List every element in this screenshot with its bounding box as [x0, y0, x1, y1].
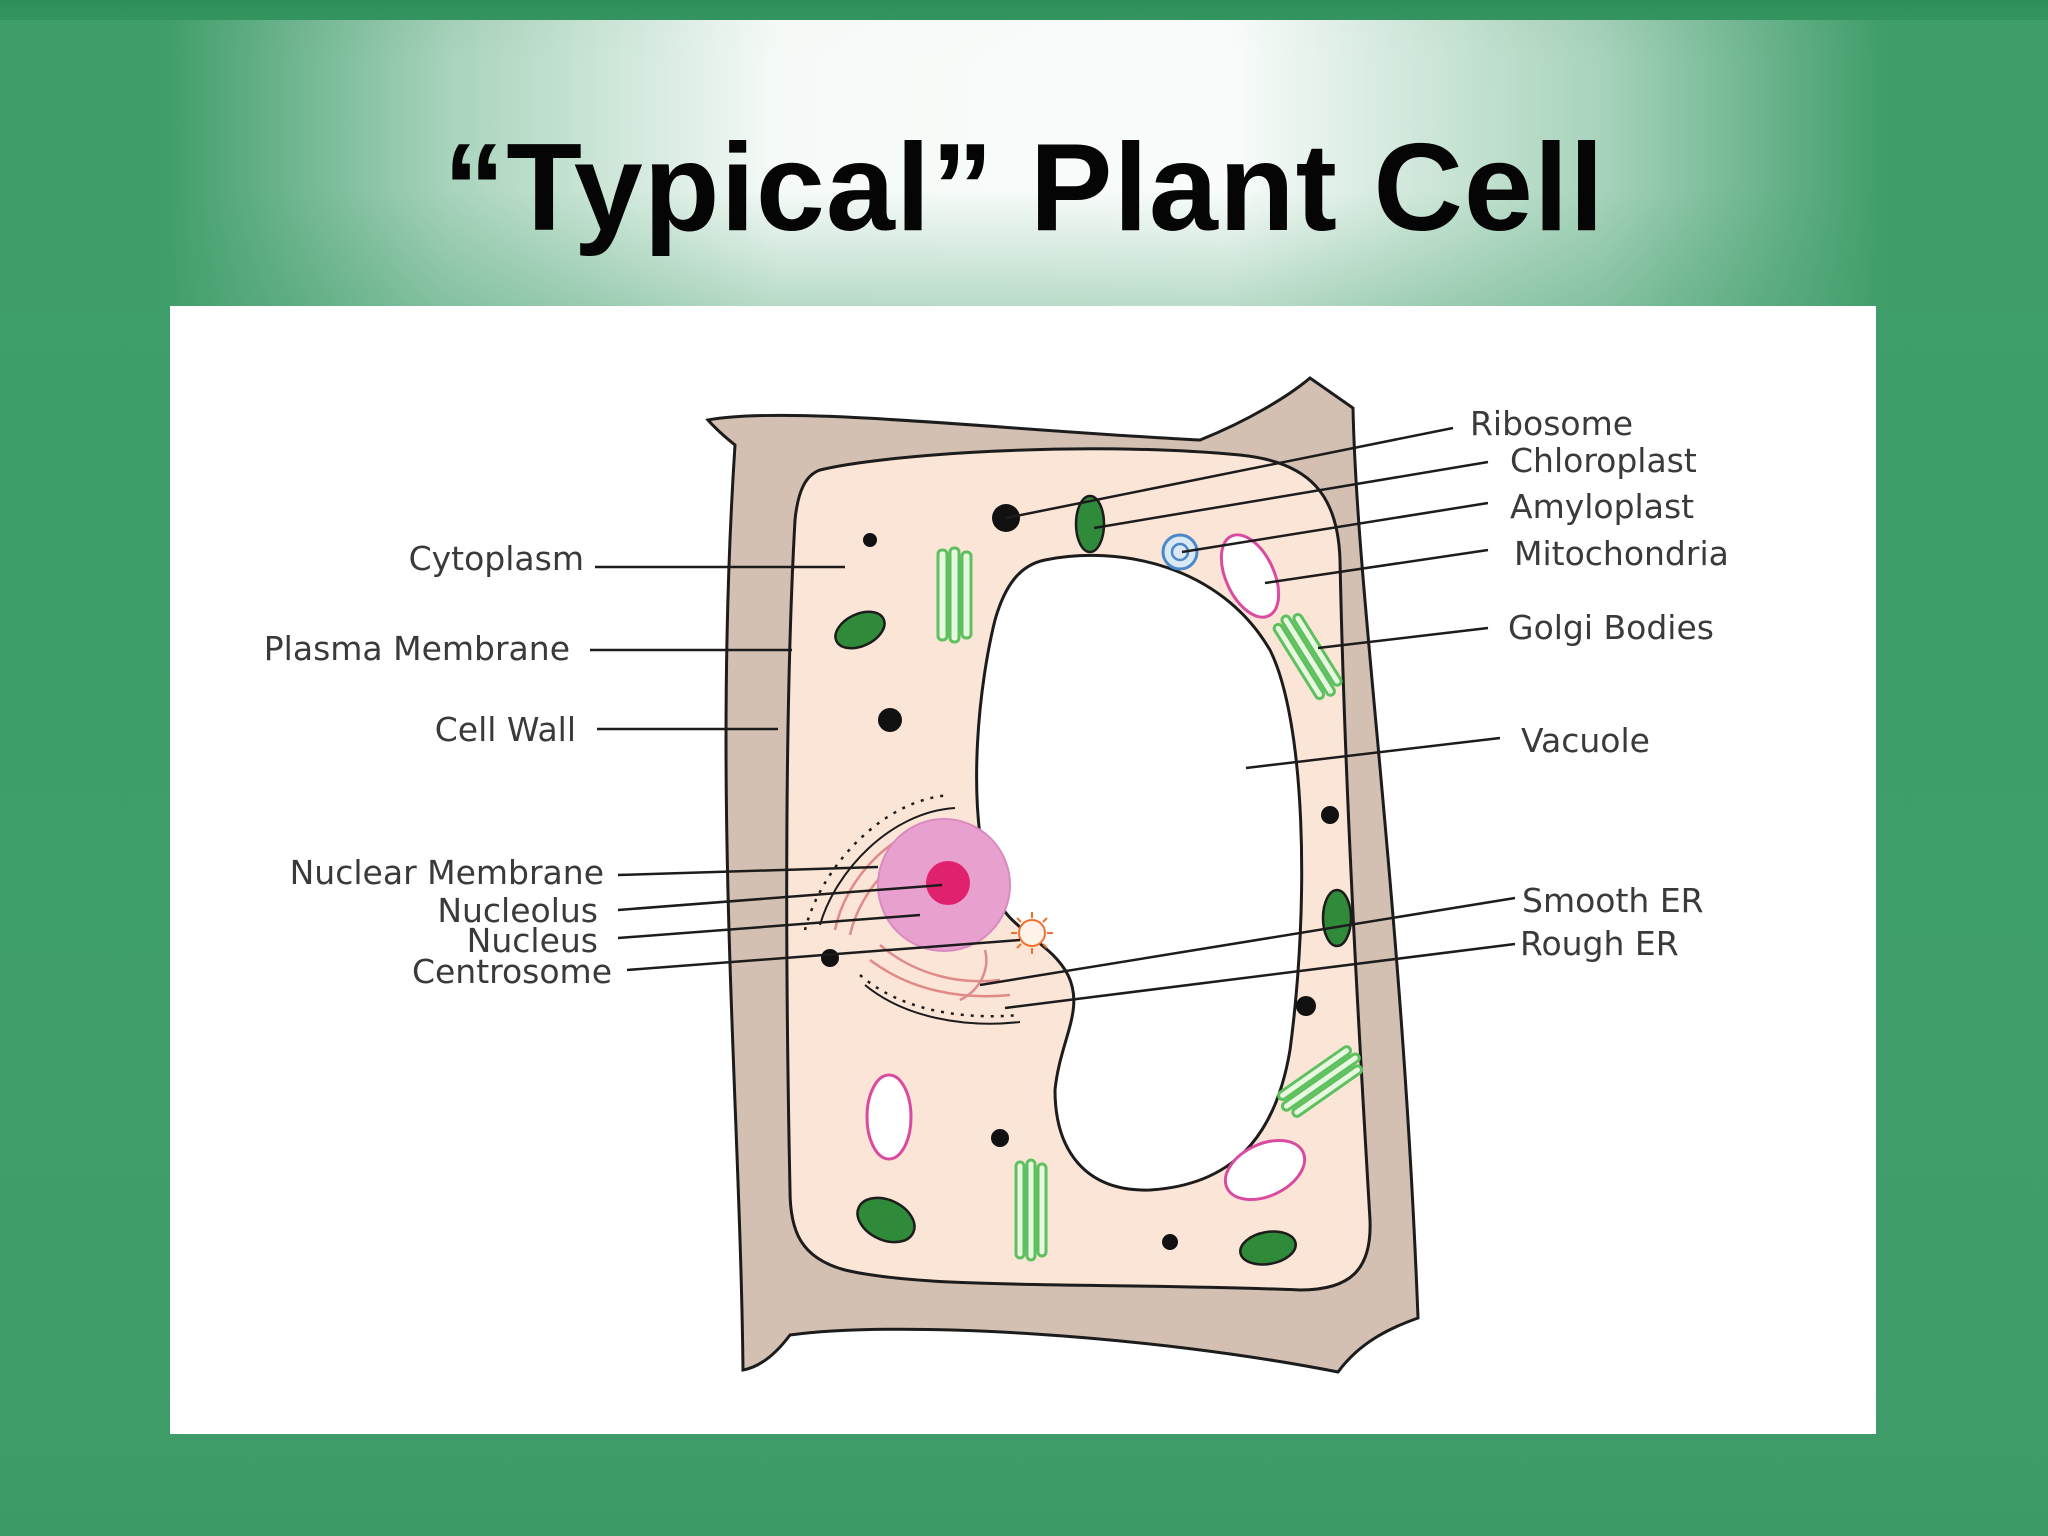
label-amyloplast: Amyloplast: [1510, 487, 1694, 526]
rough-er: [803, 793, 1021, 1025]
label-golgi-bodies: Golgi Bodies: [1508, 608, 1714, 647]
nucleolus-shape: [926, 861, 970, 905]
chloroplasts: [834, 494, 1353, 1266]
ribosomes: [821, 504, 1339, 1250]
label-vacuole: Vacuole: [1521, 721, 1650, 760]
amyloplast-shape: [1161, 533, 1199, 571]
centrosome-shape: [1011, 912, 1053, 954]
label-nuclear-membrane: Nuclear Membrane: [290, 853, 604, 892]
label-rough-er: Rough ER: [1520, 924, 1679, 963]
label-nucleus: Nucleus: [467, 921, 598, 960]
label-nucleolus: Nucleolus: [437, 891, 598, 930]
label-smooth-er: Smooth ER: [1522, 881, 1704, 920]
mitochondria-shapes: [865, 533, 1307, 1202]
leader-lines: [590, 426, 1516, 1010]
vacuole-shape: [975, 553, 1304, 1192]
plant-cell-diagram: Cytoplasm Plasma Membrane Cell Wall Nucl…: [264, 376, 1729, 1374]
diagram-panel: Cytoplasm Plasma Membrane Cell Wall Nucl…: [170, 306, 1876, 1434]
label-chloroplast: Chloroplast: [1510, 441, 1697, 480]
label-ribosome: Ribosome: [1470, 404, 1633, 443]
label-plasma-membrane: Plasma Membrane: [264, 629, 570, 668]
nuclear-membrane-ring: [877, 818, 1011, 952]
slide-title: “Typical” Plant Cell: [443, 119, 1605, 257]
label-cell-wall: Cell Wall: [435, 710, 576, 749]
title-band: [0, 20, 2048, 310]
label-cytoplasm: Cytoplasm: [409, 539, 584, 578]
label-mitochondria: Mitochondria: [1514, 534, 1729, 573]
label-centrosome: Centrosome: [412, 952, 612, 991]
golgi-bodies: [936, 546, 1363, 1262]
